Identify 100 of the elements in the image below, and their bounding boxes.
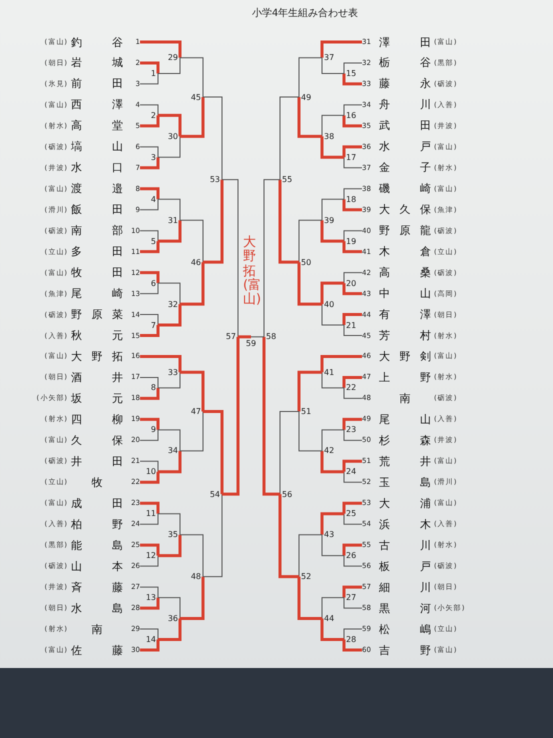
player-name: 玉 島 [379, 474, 431, 490]
match-number: 14 [140, 634, 156, 646]
match-number: 26 [346, 550, 362, 562]
bracket-line [342, 115, 362, 128]
player-name: 坂 元 [71, 390, 123, 406]
player-name: 前 田 [71, 76, 123, 92]
bracket-line [180, 57, 204, 98]
player-name: 吉 野 [379, 642, 431, 658]
bracket-line [320, 512, 344, 535]
bracket-line [322, 198, 344, 221]
player-name: 野 原 龍 [379, 223, 431, 238]
match-number: 5 [140, 236, 156, 247]
match-number: 39 [324, 214, 340, 226]
bracket-line [322, 372, 344, 388]
bracket-line [342, 418, 362, 430]
player-name: 杉 森 [379, 432, 431, 448]
bracket-line [140, 586, 158, 598]
bracket-line [320, 618, 344, 642]
bracket-line [140, 640, 160, 652]
player-name: 久 保 [71, 432, 123, 448]
bracket-line [140, 115, 160, 128]
player-name: 藤 永 [379, 76, 431, 92]
bracket-line [180, 97, 204, 138]
match-number: 27 [346, 592, 362, 604]
bracket-line [140, 388, 160, 400]
bracket-line [298, 370, 322, 412]
player-name: 四 柳 [71, 412, 123, 427]
bracket-line [322, 429, 344, 452]
player-name: 佐 藤 [71, 642, 123, 658]
bracket-line [280, 96, 300, 180]
bracket-line [158, 372, 180, 388]
bracket-line [298, 262, 322, 306]
match-number: 3 [140, 152, 156, 163]
match-number: 28 [346, 634, 362, 646]
player-name: 飯 田 [71, 202, 123, 218]
match-number: 25 [346, 508, 362, 520]
player-name: 細 川 [379, 580, 431, 595]
player-name: 黒 河 [379, 600, 431, 616]
match-number: 55 [282, 174, 298, 186]
bracket-line [298, 220, 322, 263]
match-number: 16 [346, 110, 362, 121]
match-number: 19 [346, 236, 362, 247]
match-number: 23 [346, 424, 362, 436]
bracket-line [140, 40, 182, 58]
bracket-line [158, 282, 180, 305]
player-name: 荒 井 [379, 454, 431, 469]
match-number: 20 [346, 278, 362, 289]
bracket-line [180, 576, 204, 620]
bracket-line [140, 460, 158, 472]
bracket-line [158, 136, 180, 158]
bracket-line [322, 534, 344, 556]
bracket-line [140, 104, 158, 116]
bracket-line [158, 220, 182, 243]
bracket-line [203, 180, 224, 264]
bracket-line [180, 534, 204, 578]
bracket-line [262, 336, 280, 496]
match-number: 17 [346, 152, 362, 163]
bracket-line [320, 282, 344, 304]
bracket-line [344, 597, 362, 609]
match-number: 47 [185, 406, 201, 418]
match-number: 45 [185, 92, 201, 103]
bracket-line [344, 628, 362, 640]
match-number: 10 [140, 466, 156, 478]
bracket-line [158, 304, 182, 327]
match-number: 29 [162, 52, 178, 64]
player-name: 上 野 [379, 370, 431, 385]
bracket-line [322, 304, 344, 326]
player-name: 木 倉 [379, 244, 431, 260]
match-number: 48 [185, 571, 201, 582]
player-name: 大 野 拓 [71, 348, 123, 364]
match-number: 59 [243, 338, 259, 349]
bracket-line [140, 418, 160, 430]
bracket-line [140, 502, 160, 514]
bracket-line [322, 114, 344, 137]
bracket-line [298, 411, 322, 452]
player-name: 栃 谷 [379, 55, 431, 70]
title: 小学4年生組み合わせ表 [250, 6, 360, 20]
bracket-line [140, 544, 160, 556]
bracket-line [342, 73, 362, 86]
player-name: 高 堂 [71, 118, 123, 134]
bracket-line [320, 220, 344, 243]
player-name: 水 口 [71, 160, 123, 176]
player-name: 磯 崎 [379, 181, 431, 196]
bracket-line [298, 57, 322, 98]
player-name: 南 [398, 390, 412, 406]
match-number: 21 [346, 320, 362, 331]
bracket-line [222, 179, 238, 338]
player-name: 釣 谷 [71, 34, 123, 50]
match-number: 40 [324, 298, 340, 310]
bracket-line [320, 136, 344, 159]
player-name: 酒 井 [71, 370, 123, 385]
player-name: 水 戸 [379, 139, 431, 154]
bracket-line [140, 513, 158, 525]
player-name: 牧 [90, 474, 104, 490]
bracket-line [264, 179, 280, 338]
bracket-line [140, 376, 158, 388]
bracket-line [344, 471, 362, 483]
player-name: 西 澤 [71, 97, 123, 112]
bracket-line [320, 354, 362, 372]
match-number: 12 [140, 550, 156, 562]
